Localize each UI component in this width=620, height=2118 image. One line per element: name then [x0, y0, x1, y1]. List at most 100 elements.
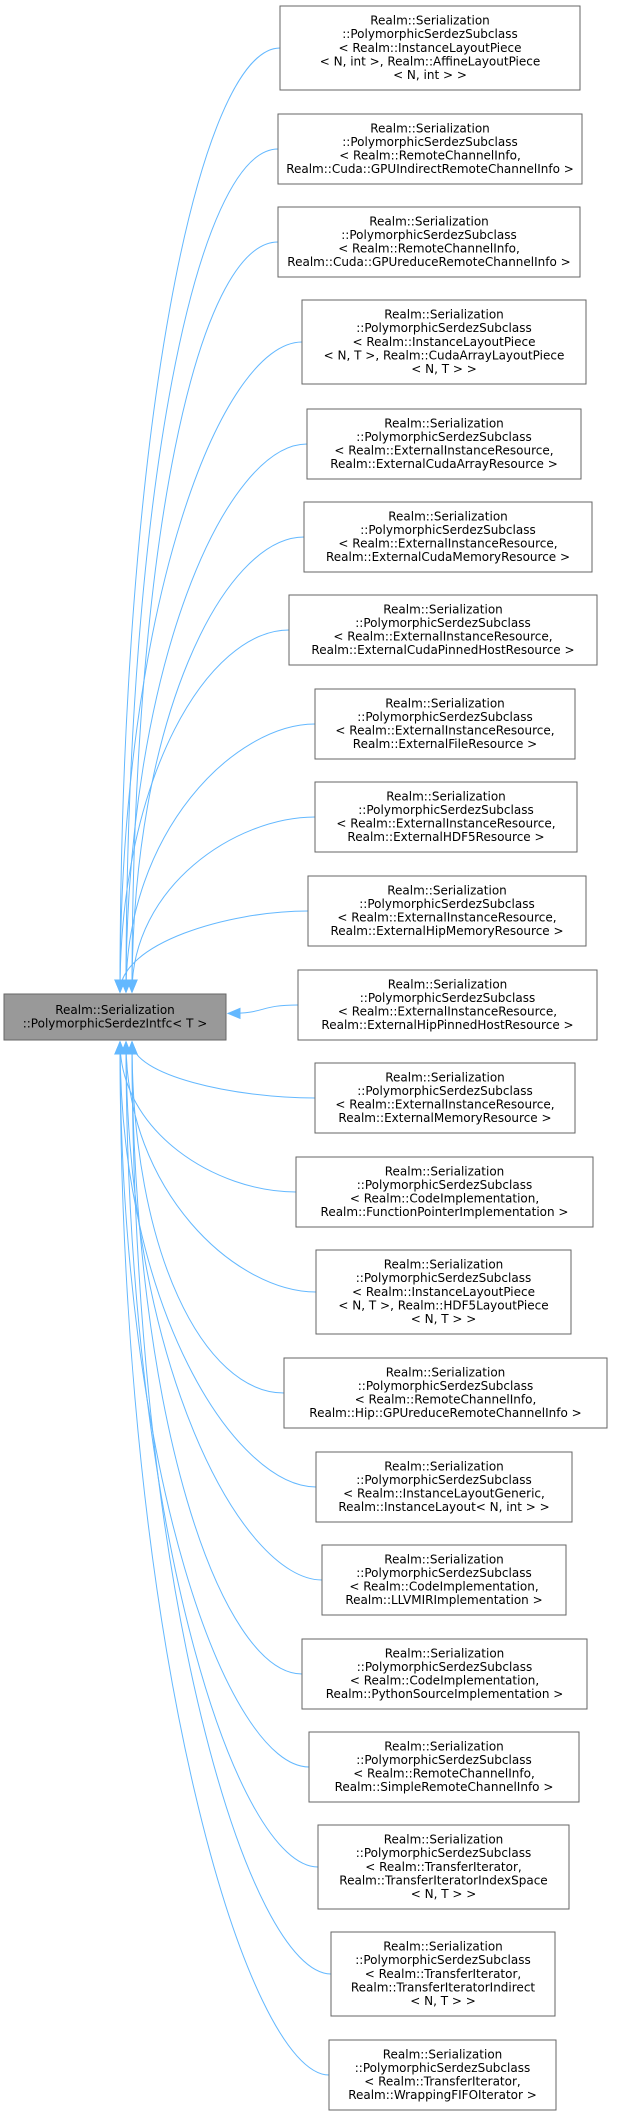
- inheritance-edges: [114, 47, 332, 2076]
- derived-class-node-15-line-0: Realm::Serialization: [386, 1365, 506, 1379]
- derived-class-node-11-line-2: < Realm::ExternalInstanceResource,: [338, 1005, 557, 1019]
- inheritance-edge-13: [119, 1041, 297, 1193]
- derived-class-node-8[interactable]: Realm::Serialization::PolymorphicSerdezS…: [314, 688, 576, 760]
- derived-class-node-2-box: [277, 113, 583, 185]
- derived-class-node-1-line-2: < Realm::InstanceLayoutPiece: [338, 41, 521, 55]
- derived-class-node-22-line-3: Realm::WrappingFIFOIterator >: [348, 2088, 537, 2102]
- derived-class-node-2-line-3: Realm::Cuda::GPUIndirectRemoteChannelInf…: [286, 162, 574, 176]
- derived-class-node-3[interactable]: Realm::Serialization::PolymorphicSerdezS…: [277, 206, 581, 278]
- inheritance-edge-1: [119, 47, 281, 993]
- derived-class-node-14[interactable]: Realm::Serialization::PolymorphicSerdezS…: [315, 1249, 572, 1335]
- derived-class-node-7-line-3: Realm::ExternalCudaPinnedHostResource >: [311, 643, 574, 657]
- derived-class-node-5-line-3: Realm::ExternalCudaArrayResource >: [330, 457, 558, 471]
- derived-class-node-2[interactable]: Realm::Serialization::PolymorphicSerdezS…: [277, 113, 583, 185]
- derived-class-node-17-line-2: < Realm::CodeImplementation,: [349, 1580, 538, 1594]
- derived-class-node-21[interactable]: Realm::Serialization::PolymorphicSerdezS…: [330, 1931, 556, 2017]
- inheritance-edge-18: [131, 1041, 303, 1675]
- base-class-node[interactable]: Realm::Serialization::PolymorphicSerdezI…: [3, 993, 227, 1041]
- derived-class-node-3-line-2: < Realm::RemoteChannelInfo,: [338, 242, 520, 256]
- derived-class-node-7[interactable]: Realm::Serialization::PolymorphicSerdezS…: [288, 594, 598, 666]
- derived-class-node-13[interactable]: Realm::Serialization::PolymorphicSerdezS…: [295, 1156, 594, 1228]
- derived-class-node-4-line-3: < N, T >, Realm::CudaArrayLayoutPiece: [324, 348, 565, 362]
- derived-class-node-21-line-4: < N, T > >: [410, 1994, 476, 2008]
- derived-class-node-1[interactable]: Realm::Serialization::PolymorphicSerdezS…: [279, 5, 581, 91]
- derived-class-node-18-line-0: Realm::Serialization: [385, 1646, 505, 1660]
- derived-class-node-5-line-1: ::PolymorphicSerdezSubclass: [356, 430, 531, 444]
- derived-class-node-9[interactable]: Realm::Serialization::PolymorphicSerdezS…: [314, 781, 578, 853]
- derived-class-node-21-line-1: ::PolymorphicSerdezSubclass: [355, 1953, 530, 1967]
- derived-class-node-1-box: [279, 5, 581, 91]
- derived-class-node-4-line-0: Realm::Serialization: [384, 308, 504, 322]
- derived-class-node-17-box: [321, 1544, 567, 1616]
- derived-class-node-13-line-3: Realm::FunctionPointerImplementation >: [321, 1205, 569, 1219]
- derived-class-node-15-line-2: < Realm::RemoteChannelInfo,: [355, 1393, 537, 1407]
- derived-class-node-14-line-4: < N, T > >: [411, 1312, 477, 1326]
- derived-class-node-3-box: [277, 206, 581, 278]
- derived-class-node-22[interactable]: Realm::Serialization::PolymorphicSerdezS…: [328, 2039, 557, 2111]
- inheritance-arrowhead-21: [126, 1040, 138, 1055]
- derived-class-node-14-line-1: ::PolymorphicSerdezSubclass: [356, 1271, 531, 1285]
- class-nodes: Realm::Serialization::PolymorphicSerdezI…: [3, 5, 608, 2111]
- derived-class-node-16-box: [315, 1451, 573, 1523]
- derived-class-node-12-line-1: ::PolymorphicSerdezSubclass: [357, 1084, 532, 1098]
- derived-class-node-6[interactable]: Realm::Serialization::PolymorphicSerdezS…: [303, 501, 593, 573]
- derived-class-node-4[interactable]: Realm::Serialization::PolymorphicSerdezS…: [301, 299, 587, 385]
- derived-class-node-13-line-0: Realm::Serialization: [385, 1164, 505, 1178]
- derived-class-node-17-line-3: Realm::LLVMIRImplementation >: [345, 1593, 542, 1607]
- derived-class-node-7-box: [288, 594, 598, 666]
- derived-class-node-15[interactable]: Realm::Serialization::PolymorphicSerdezS…: [283, 1357, 608, 1429]
- derived-class-node-4-line-4: < N, T > >: [411, 362, 477, 376]
- derived-class-node-9-line-0: Realm::Serialization: [386, 789, 506, 803]
- derived-class-node-8-line-1: ::PolymorphicSerdezSubclass: [357, 710, 532, 724]
- derived-class-node-12[interactable]: Realm::Serialization::PolymorphicSerdezS…: [314, 1062, 576, 1134]
- inheritance-edge-15: [131, 1041, 285, 1394]
- inheritance-edge-3: [131, 241, 279, 993]
- derived-class-node-1-line-3: < N, int >, Realm::AffineLayoutPiece: [320, 54, 541, 68]
- derived-class-node-9-line-1: ::PolymorphicSerdezSubclass: [358, 803, 533, 817]
- base-class-node-box: [3, 993, 227, 1041]
- derived-class-node-17[interactable]: Realm::Serialization::PolymorphicSerdezS…: [321, 1544, 567, 1616]
- derived-class-node-22-box: [328, 2039, 557, 2111]
- derived-class-node-16[interactable]: Realm::Serialization::PolymorphicSerdezS…: [315, 1451, 573, 1523]
- derived-class-node-6-line-3: Realm::ExternalCudaMemoryResource >: [326, 550, 570, 564]
- derived-class-node-20[interactable]: Realm::Serialization::PolymorphicSerdezS…: [317, 1824, 570, 1910]
- inheritance-edge-9: [131, 816, 316, 993]
- derived-class-node-5-line-0: Realm::Serialization: [384, 416, 504, 430]
- derived-class-node-10[interactable]: Realm::Serialization::PolymorphicSerdezS…: [307, 875, 587, 947]
- derived-class-node-17-line-1: ::PolymorphicSerdezSubclass: [356, 1566, 531, 1580]
- derived-class-node-19-line-2: < Realm::RemoteChannelInfo,: [353, 1767, 535, 1781]
- derived-class-node-5[interactable]: Realm::Serialization::PolymorphicSerdezS…: [306, 408, 582, 480]
- derived-class-node-11[interactable]: Realm::Serialization::PolymorphicSerdezS…: [297, 969, 598, 1041]
- derived-class-node-14-line-3: < N, T >, Realm::HDF5LayoutPiece: [338, 1298, 548, 1312]
- derived-class-node-17-line-0: Realm::Serialization: [384, 1552, 504, 1566]
- derived-class-node-5-box: [306, 408, 582, 480]
- derived-class-node-3-line-1: ::PolymorphicSerdezSubclass: [341, 228, 516, 242]
- derived-class-node-1-line-4: < N, int > >: [393, 68, 467, 82]
- derived-class-node-12-line-0: Realm::Serialization: [385, 1070, 505, 1084]
- derived-class-node-4-line-1: ::PolymorphicSerdezSubclass: [356, 321, 531, 335]
- inheritance-edge-5: [125, 443, 308, 993]
- derived-class-node-22-line-1: ::PolymorphicSerdezSubclass: [355, 2061, 530, 2075]
- derived-class-node-4-line-2: < Realm::InstanceLayoutPiece: [352, 335, 535, 349]
- derived-class-node-2-line-1: ::PolymorphicSerdezSubclass: [342, 135, 517, 149]
- derived-class-node-3-line-3: Realm::Cuda::GPUreduceRemoteChannelInfo …: [287, 255, 570, 269]
- derived-class-node-8-line-2: < Realm::ExternalInstanceResource,: [335, 724, 554, 738]
- derived-class-node-1-line-1: ::PolymorphicSerdezSubclass: [342, 27, 517, 41]
- derived-class-node-15-line-3: Realm::Hip::GPUreduceRemoteChannelInfo >: [309, 1406, 581, 1420]
- inheritance-arrowhead-10: [114, 979, 126, 994]
- derived-class-node-11-line-1: ::PolymorphicSerdezSubclass: [360, 991, 535, 1005]
- derived-class-node-6-box: [303, 501, 593, 573]
- derived-class-node-18[interactable]: Realm::Serialization::PolymorphicSerdezS…: [301, 1638, 588, 1710]
- derived-class-node-19-box: [308, 1731, 580, 1803]
- derived-class-node-20-line-3: Realm::TransferIteratorIndexSpace: [339, 1873, 547, 1887]
- derived-class-node-9-line-2: < Realm::ExternalInstanceResource,: [336, 817, 555, 831]
- derived-class-node-11-line-3: Realm::ExternalHipPinnedHostResource >: [321, 1018, 573, 1032]
- derived-class-node-14-line-0: Realm::Serialization: [384, 1258, 504, 1272]
- inheritance-edge-14: [125, 1041, 317, 1293]
- derived-class-node-22-line-0: Realm::Serialization: [383, 2047, 503, 2061]
- derived-class-node-8-box: [314, 688, 576, 760]
- derived-class-node-18-box: [301, 1638, 588, 1710]
- derived-class-node-19[interactable]: Realm::Serialization::PolymorphicSerdezS…: [308, 1731, 580, 1803]
- derived-class-node-20-line-1: ::PolymorphicSerdezSubclass: [356, 1846, 531, 1860]
